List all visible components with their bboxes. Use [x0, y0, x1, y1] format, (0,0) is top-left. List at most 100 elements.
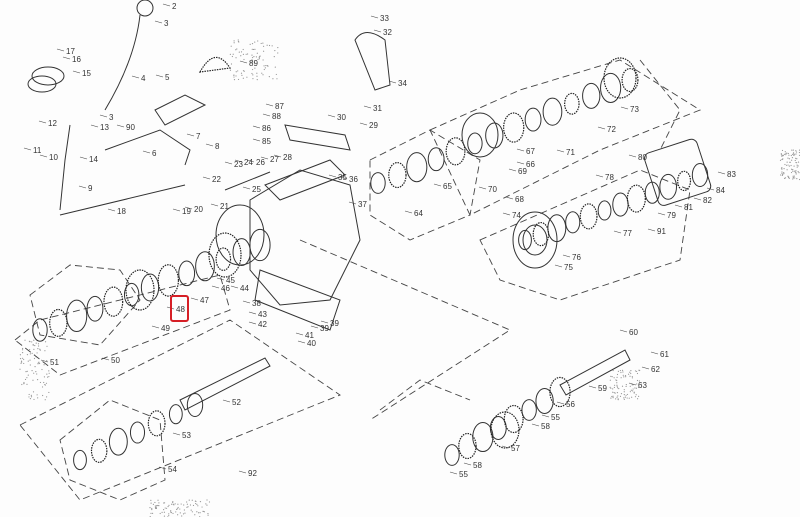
part-label-11[interactable]: 11: [33, 146, 42, 155]
part-label-26[interactable]: 26: [256, 158, 265, 167]
part-label-37[interactable]: 37: [358, 200, 367, 209]
part-label-53[interactable]: 53: [182, 431, 191, 440]
part-label-7[interactable]: 7: [196, 132, 201, 141]
part-label-83[interactable]: 83: [727, 170, 736, 179]
part-label-27[interactable]: 27: [270, 155, 279, 164]
part-label-69[interactable]: 69: [518, 167, 527, 176]
part-label-24[interactable]: 24: [244, 158, 253, 167]
part-label-68[interactable]: 68: [515, 195, 524, 204]
part-label-62[interactable]: 62: [651, 365, 660, 374]
part-label-92[interactable]: 92: [248, 469, 257, 478]
part-label-13[interactable]: 13: [100, 123, 109, 132]
part-label-78[interactable]: 78: [605, 173, 614, 182]
part-label-45[interactable]: 45: [226, 276, 235, 285]
part-label-23[interactable]: 23: [234, 160, 243, 169]
part-label-16[interactable]: 16: [72, 55, 81, 64]
part-label-42[interactable]: 42: [258, 320, 267, 329]
part-label-4[interactable]: 4: [141, 74, 146, 83]
part-label-31[interactable]: 31: [373, 104, 382, 113]
part-label-10[interactable]: 10: [49, 153, 58, 162]
part-label-76[interactable]: 76: [572, 253, 581, 262]
part-label-65[interactable]: 65: [443, 182, 452, 191]
part-label-85[interactable]: 85: [262, 137, 271, 146]
part-label-87[interactable]: 87: [275, 102, 284, 111]
part-label-15[interactable]: 15: [82, 69, 91, 78]
part-label-3[interactable]: 3: [164, 19, 169, 28]
part-label-52[interactable]: 52: [232, 398, 241, 407]
part-label-55[interactable]: 55: [551, 413, 560, 422]
part-label-35[interactable]: 35: [338, 173, 347, 182]
part-label-12[interactable]: 12: [48, 119, 57, 128]
part-label-66[interactable]: 66: [526, 160, 535, 169]
part-label-50[interactable]: 50: [111, 356, 120, 365]
part-label-86[interactable]: 86: [262, 124, 271, 133]
part-label-30[interactable]: 30: [337, 113, 346, 122]
part-label-29[interactable]: 29: [369, 121, 378, 130]
part-label-55[interactable]: 55: [459, 470, 468, 479]
part-label-59[interactable]: 59: [598, 384, 607, 393]
part-label-84[interactable]: 84: [716, 186, 725, 195]
part-label-17[interactable]: 17: [66, 47, 75, 56]
highlight-box-part-48: [170, 295, 189, 322]
part-label-21[interactable]: 21: [220, 202, 229, 211]
part-label-56[interactable]: 56: [566, 400, 575, 409]
part-label-72[interactable]: 72: [607, 125, 616, 134]
part-label-46[interactable]: 46: [221, 284, 230, 293]
part-label-38[interactable]: 38: [252, 299, 261, 308]
part-label-48[interactable]: 48: [176, 305, 185, 314]
part-label-39[interactable]: 39: [330, 319, 339, 328]
part-label-47[interactable]: 47: [200, 296, 209, 305]
part-label-57[interactable]: 57: [511, 444, 520, 453]
assembly-group-outlines: [14, 59, 701, 501]
part-label-79[interactable]: 79: [667, 211, 676, 220]
part-label-75[interactable]: 75: [564, 263, 573, 272]
part-label-9[interactable]: 9: [88, 184, 93, 193]
part-label-74[interactable]: 74: [512, 211, 521, 220]
part-label-22[interactable]: 22: [212, 175, 221, 184]
part-label-60[interactable]: 60: [629, 328, 638, 337]
part-label-64[interactable]: 64: [414, 209, 423, 218]
part-label-20[interactable]: 20: [194, 205, 203, 214]
part-label-81[interactable]: 81: [684, 203, 693, 212]
part-label-58[interactable]: 58: [541, 422, 550, 431]
part-label-44[interactable]: 44: [240, 284, 249, 293]
part-label-49[interactable]: 49: [161, 324, 170, 333]
part-label-73[interactable]: 73: [630, 105, 639, 114]
part-label-89[interactable]: 89: [249, 59, 258, 68]
part-label-61[interactable]: 61: [660, 350, 669, 359]
part-label-34[interactable]: 34: [398, 79, 407, 88]
part-label-54[interactable]: 54: [168, 465, 177, 474]
part-label-41[interactable]: 41: [305, 331, 314, 340]
part-label-18[interactable]: 18: [117, 207, 126, 216]
part-label-91[interactable]: 91: [657, 227, 666, 236]
part-label-90[interactable]: 90: [126, 123, 135, 132]
part-label-14[interactable]: 14: [89, 155, 98, 164]
part-label-8[interactable]: 8: [215, 142, 220, 151]
part-label-70[interactable]: 70: [488, 185, 497, 194]
part-label-5[interactable]: 5: [165, 73, 170, 82]
part-label-58[interactable]: 58: [473, 461, 482, 470]
part-label-6[interactable]: 6: [152, 149, 157, 158]
part-label-80[interactable]: 80: [638, 153, 647, 162]
part-label-3[interactable]: 3: [109, 113, 114, 122]
part-label-39[interactable]: 39: [320, 324, 329, 333]
part-label-63[interactable]: 63: [638, 381, 647, 390]
part-label-71[interactable]: 71: [566, 148, 575, 157]
part-label-77[interactable]: 77: [623, 229, 632, 238]
part-label-33[interactable]: 33: [380, 14, 389, 23]
part-label-2[interactable]: 2: [172, 2, 177, 11]
part-label-36[interactable]: 36: [349, 175, 358, 184]
part-label-82[interactable]: 82: [703, 196, 712, 205]
part-label-25[interactable]: 25: [252, 185, 261, 194]
part-label-88[interactable]: 88: [272, 112, 281, 121]
part-label-51[interactable]: 51: [50, 358, 59, 367]
part-label-67[interactable]: 67: [526, 147, 535, 156]
part-label-28[interactable]: 28: [283, 153, 292, 162]
part-label-32[interactable]: 32: [383, 28, 392, 37]
part-label-40[interactable]: 40: [307, 339, 316, 348]
part-label-43[interactable]: 43: [258, 310, 267, 319]
part-label-19[interactable]: 19: [182, 207, 191, 216]
